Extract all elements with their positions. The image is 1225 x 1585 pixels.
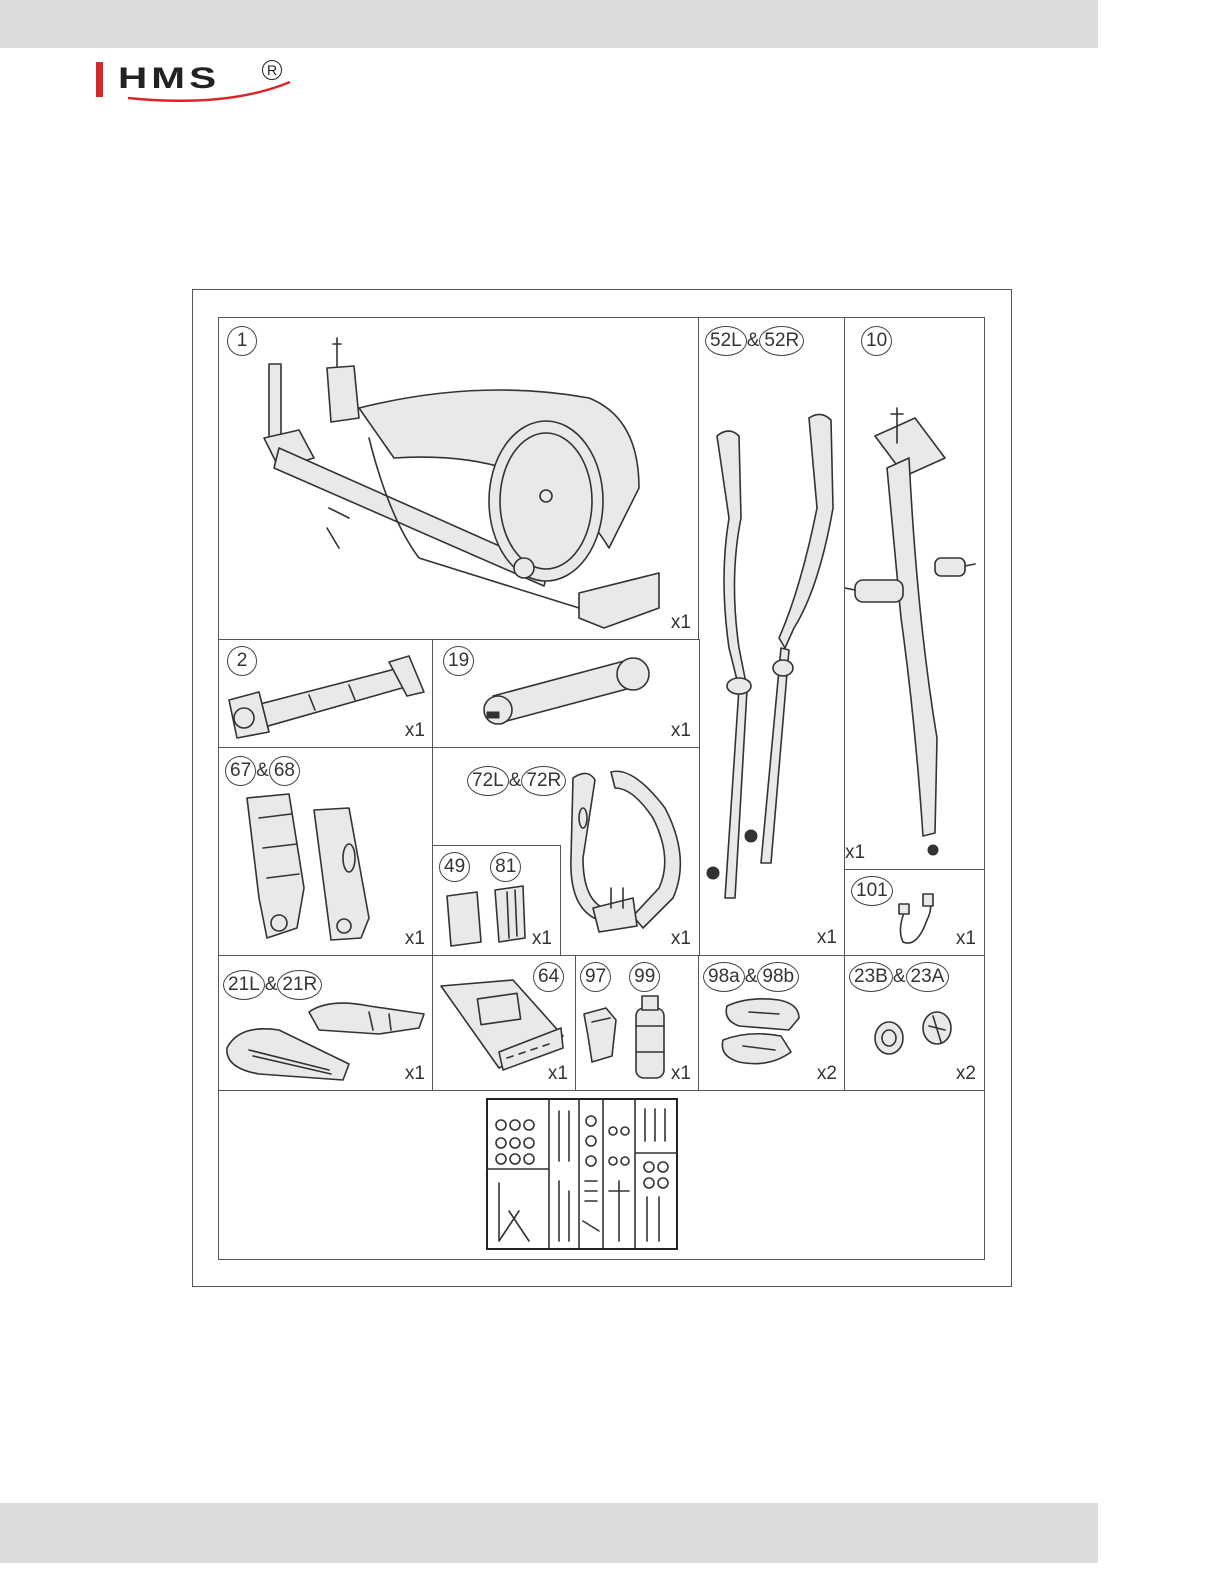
handlebars-drawing [699, 318, 846, 956]
front-stabilizer-drawing [219, 640, 434, 749]
quantity-label: x1 [405, 1063, 425, 1085]
main-frame-drawing [219, 318, 700, 641]
part-cell-main-frame: 1 x1 [218, 317, 700, 641]
quantity-label: x1 [405, 928, 425, 950]
part-cell-clamp: 98a&98b x2 [698, 955, 846, 1092]
quantity-label: x1 [817, 927, 837, 949]
quantity-label: x1 [671, 1063, 691, 1085]
quantity-label: x1 [548, 1063, 568, 1085]
part-cell-upright-post: 10 x1 [844, 317, 985, 871]
parts-sheet: 1 x1 52L&52R x1 [192, 289, 1012, 1287]
header-bar [0, 0, 1098, 48]
hardware-card-drawing [219, 1091, 985, 1260]
part-cell-wheels: 23B&23A x2 [844, 955, 985, 1092]
part-cell-power-cable: 101 x1 [844, 869, 985, 957]
quantity-label: x1 [532, 928, 552, 950]
part-cell-handlebars: 52L&52R x1 [698, 317, 846, 956]
logo-swoosh-icon [118, 80, 298, 102]
part-cell-rear-stabilizer: 19 x1 [432, 639, 700, 749]
hardware-card-cell [218, 1090, 985, 1260]
rear-stabilizer-drawing [433, 640, 700, 749]
logo-accent-bar [96, 62, 103, 97]
pedals-drawing [219, 956, 434, 1092]
part-cell-console: 64 x1 [432, 955, 577, 1092]
side-covers-drawing [219, 748, 434, 957]
brand-logo: HMS R [96, 62, 306, 102]
quantity-label: x2 [956, 1063, 976, 1085]
quantity-label: x1 [671, 928, 691, 950]
registered-mark: R [262, 60, 282, 80]
part-cell-pedals: 21L&21R x1 [218, 955, 434, 1092]
quantity-label: x1 [845, 842, 865, 864]
quantity-label: x1 [956, 928, 976, 950]
part-cell-front-stabilizer: 2 x1 [218, 639, 434, 749]
footer-bar [0, 1503, 1098, 1563]
part-cell-side-covers: 67&68 x1 [218, 747, 434, 957]
quantity-label: x1 [671, 612, 691, 634]
upright-post-drawing [845, 318, 985, 871]
quantity-label: x1 [671, 720, 691, 742]
quantity-label: x1 [405, 720, 425, 742]
quantity-label: x2 [817, 1063, 837, 1085]
